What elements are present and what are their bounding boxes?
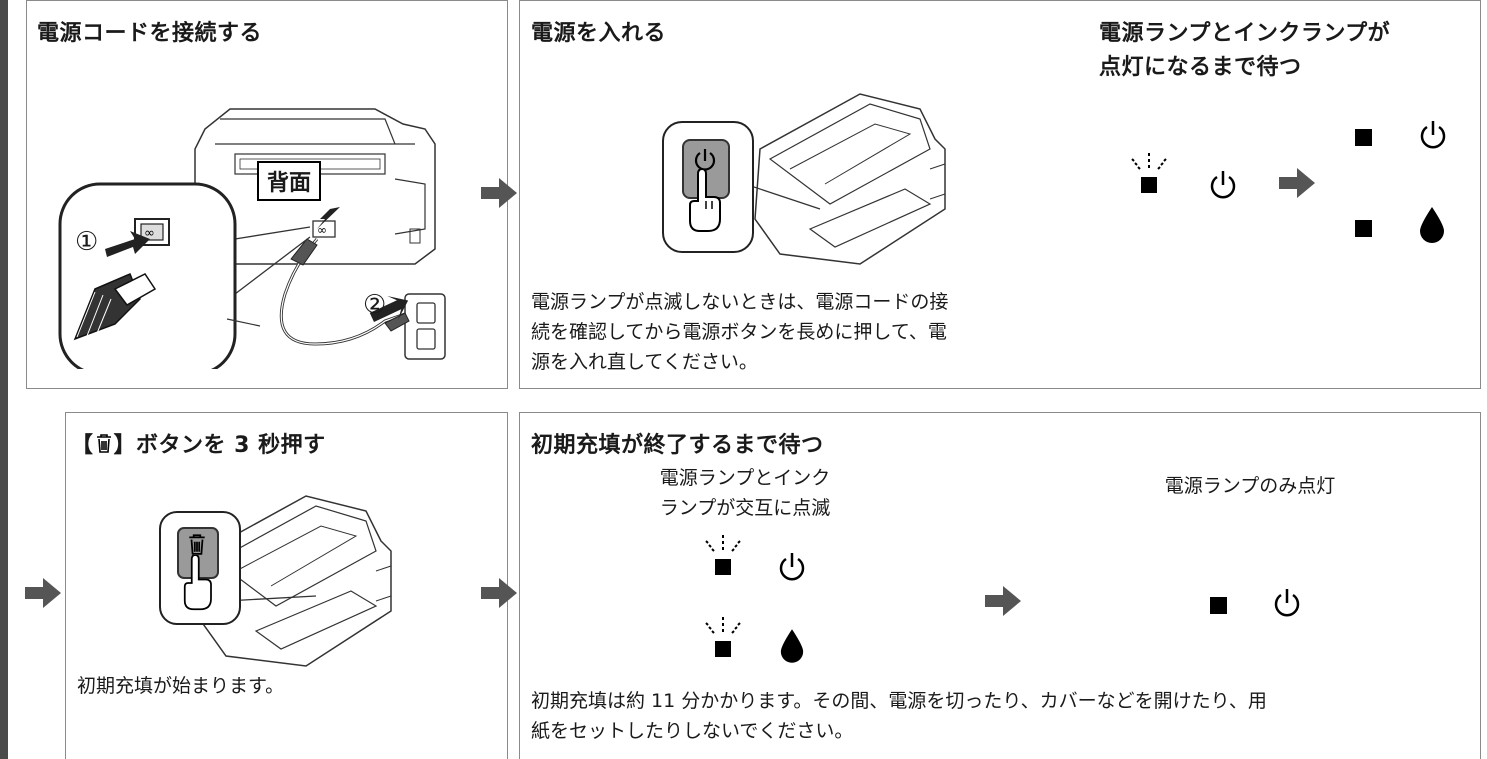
arrow-right-icon xyxy=(481,178,517,208)
rear-label: 背面 xyxy=(257,161,322,201)
power-on-note: 電源ランプが点滅しないときは、電源コードの接 続を確認してから電源ボタンを長めに… xyxy=(531,287,1091,377)
power-icon xyxy=(1420,121,1446,149)
svg-text:∞: ∞ xyxy=(317,223,327,237)
note-line: 源を入れ直してください。 xyxy=(531,351,758,373)
step-title-end: 】ボタンを 3 秒押す xyxy=(113,433,326,458)
lamp-square-icon xyxy=(1355,220,1372,237)
step-number-2: ② xyxy=(363,290,387,320)
note-line: 続を確認してから電源ボタンを長めに押して、電 xyxy=(531,321,947,343)
initial-fill-note: 初期充填は約 11 分かかります。その間、電源を切ったり、カバーなどを開けたり、… xyxy=(531,686,1471,746)
printer-front-illustration xyxy=(200,495,392,667)
rear-label-text: 背面 xyxy=(267,171,312,196)
power-icon xyxy=(1274,589,1300,617)
arrow-right-icon xyxy=(25,578,61,608)
lamp-square-icon xyxy=(1355,129,1372,146)
step-number-1: ① xyxy=(75,227,99,257)
step-connect-cord-panel: 電源コードを接続する ∞ ∞ 背面 xyxy=(26,0,508,389)
ink-drop-icon xyxy=(1420,207,1444,243)
hand-pointer-icon xyxy=(689,169,721,232)
hand-pointer-icon xyxy=(183,555,212,611)
step-title: 初期充填が終了するまで待つ xyxy=(531,433,824,458)
power-button-callout xyxy=(662,121,754,253)
lamp-square-icon xyxy=(1210,597,1227,614)
ink-drop-icon xyxy=(780,629,804,663)
wait-title-line-1: 電源ランプとインクランプが xyxy=(1099,21,1391,46)
step-title-start: 【 xyxy=(71,433,94,458)
step-title: 【 】ボタンを 3 秒押す xyxy=(71,427,326,459)
power-icon xyxy=(1210,171,1236,199)
printer-front-illustration xyxy=(744,93,946,265)
step-hold-button-panel: 【 】ボタンを 3 秒押す 初期充填が始まります。 xyxy=(65,412,508,759)
blink-label-line: 電源ランプとインク xyxy=(659,467,831,489)
blink-label: 電源ランプとインク ランプが交互に点滅 xyxy=(630,463,860,523)
hold-button-note: 初期充填が始まります。 xyxy=(77,675,285,697)
blink-label-line: ランプが交互に点滅 xyxy=(659,497,831,519)
step-power-on-panel: 電源を入れる 電源ランプとインクランプが 点灯になるまで待つ 電源ランプが点滅し… xyxy=(519,0,1481,389)
step-initial-fill-panel: 初期充填が終了するまで待つ 電源ランプとインク ランプが交互に点滅 電源ランプの… xyxy=(519,412,1481,759)
power-icon xyxy=(779,553,805,581)
note-line: 電源ランプが点滅しないときは、電源コードの接 xyxy=(531,291,949,313)
step-title: 電源コードを接続する xyxy=(37,21,263,46)
wait-title-line-2: 点灯になるまで待つ xyxy=(1099,55,1302,80)
lit-label: 電源ランプのみ点灯 xyxy=(1164,475,1336,497)
arrow-right-icon xyxy=(1279,168,1315,198)
printer-rear-illustration: ∞ ∞ xyxy=(58,108,446,369)
arrow-right-icon xyxy=(985,586,1021,616)
trash-icon xyxy=(96,434,111,453)
arrow-right-icon xyxy=(481,578,517,608)
svg-text:∞: ∞ xyxy=(144,226,155,241)
trash-icon xyxy=(189,534,205,555)
blinking-power-lamp-icon xyxy=(1131,153,1167,193)
blinking-power-lamp-icon xyxy=(705,535,741,575)
step-title: 電源を入れる xyxy=(531,21,667,46)
note-line: 初期充填は約 11 分かかります。その間、電源を切ったり、カバーなどを開けたり、… xyxy=(531,690,1267,712)
left-edge-bar xyxy=(0,0,8,759)
note-line: 紙をセットしたりしないでください。 xyxy=(531,720,854,742)
blinking-ink-lamp-icon xyxy=(705,617,741,657)
trash-button-callout xyxy=(159,511,241,625)
